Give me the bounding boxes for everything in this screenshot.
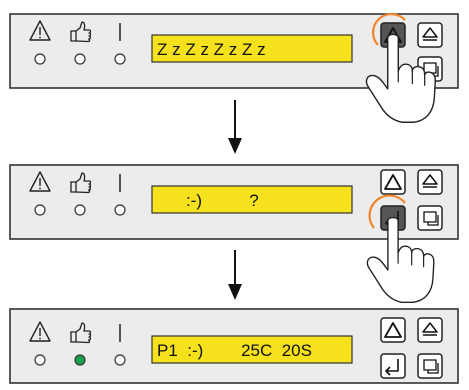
warning-triangle-icon: [29, 321, 51, 342]
lcd-text: Z z Z z Z z Z z: [157, 40, 266, 59]
eject-icon: [422, 27, 438, 41]
lcd-display: [151, 34, 353, 63]
eject-button[interactable]: [417, 317, 443, 343]
led-power: [114, 354, 126, 366]
enter-return-icon: [385, 359, 399, 376]
led-alarm: [34, 53, 46, 65]
menu-screen-icon: [423, 211, 439, 226]
panel-3: P1 :-) 25C 20S: [9, 308, 459, 384]
lcd-text: :-) ?: [186, 191, 259, 210]
up-triangle-icon: [384, 174, 402, 190]
lcd-display: [151, 335, 353, 364]
panel-2: :-) ?: [9, 164, 459, 303]
menu-button[interactable]: [417, 353, 443, 379]
lcd-display: [151, 185, 353, 214]
led-ok: [74, 53, 86, 65]
led-alarm: [34, 354, 46, 366]
eject-icon: [422, 322, 438, 336]
menu-button[interactable]: [417, 205, 443, 231]
led-ok: [74, 354, 86, 366]
eject-icon: [422, 174, 438, 188]
panel-1: Z z Z z Z z Z z: [9, 13, 459, 123]
eject-button[interactable]: [417, 169, 443, 195]
up-button[interactable]: [380, 317, 406, 343]
press-highlight: [372, 13, 406, 46]
led-power: [114, 204, 126, 216]
thumbs-up-icon: [70, 21, 92, 43]
thumbs-up-icon: [70, 322, 92, 344]
up-button[interactable]: [380, 169, 406, 195]
press-highlight: [368, 194, 406, 229]
down-arrow-icon: [228, 250, 242, 300]
led-ok: [74, 204, 86, 216]
led-alarm: [34, 204, 46, 216]
thumbs-up-icon: [70, 172, 92, 194]
warning-triangle-icon: [29, 171, 51, 192]
led-power: [114, 53, 126, 65]
menu-screen-icon: [423, 359, 439, 374]
down-arrow-icon: [228, 100, 242, 154]
enter-button[interactable]: [380, 353, 406, 379]
warning-triangle-icon: [29, 20, 51, 41]
lcd-text: P1 :-) 25C 20S: [157, 341, 312, 360]
eject-button[interactable]: [417, 22, 443, 48]
up-triangle-icon: [384, 322, 402, 338]
